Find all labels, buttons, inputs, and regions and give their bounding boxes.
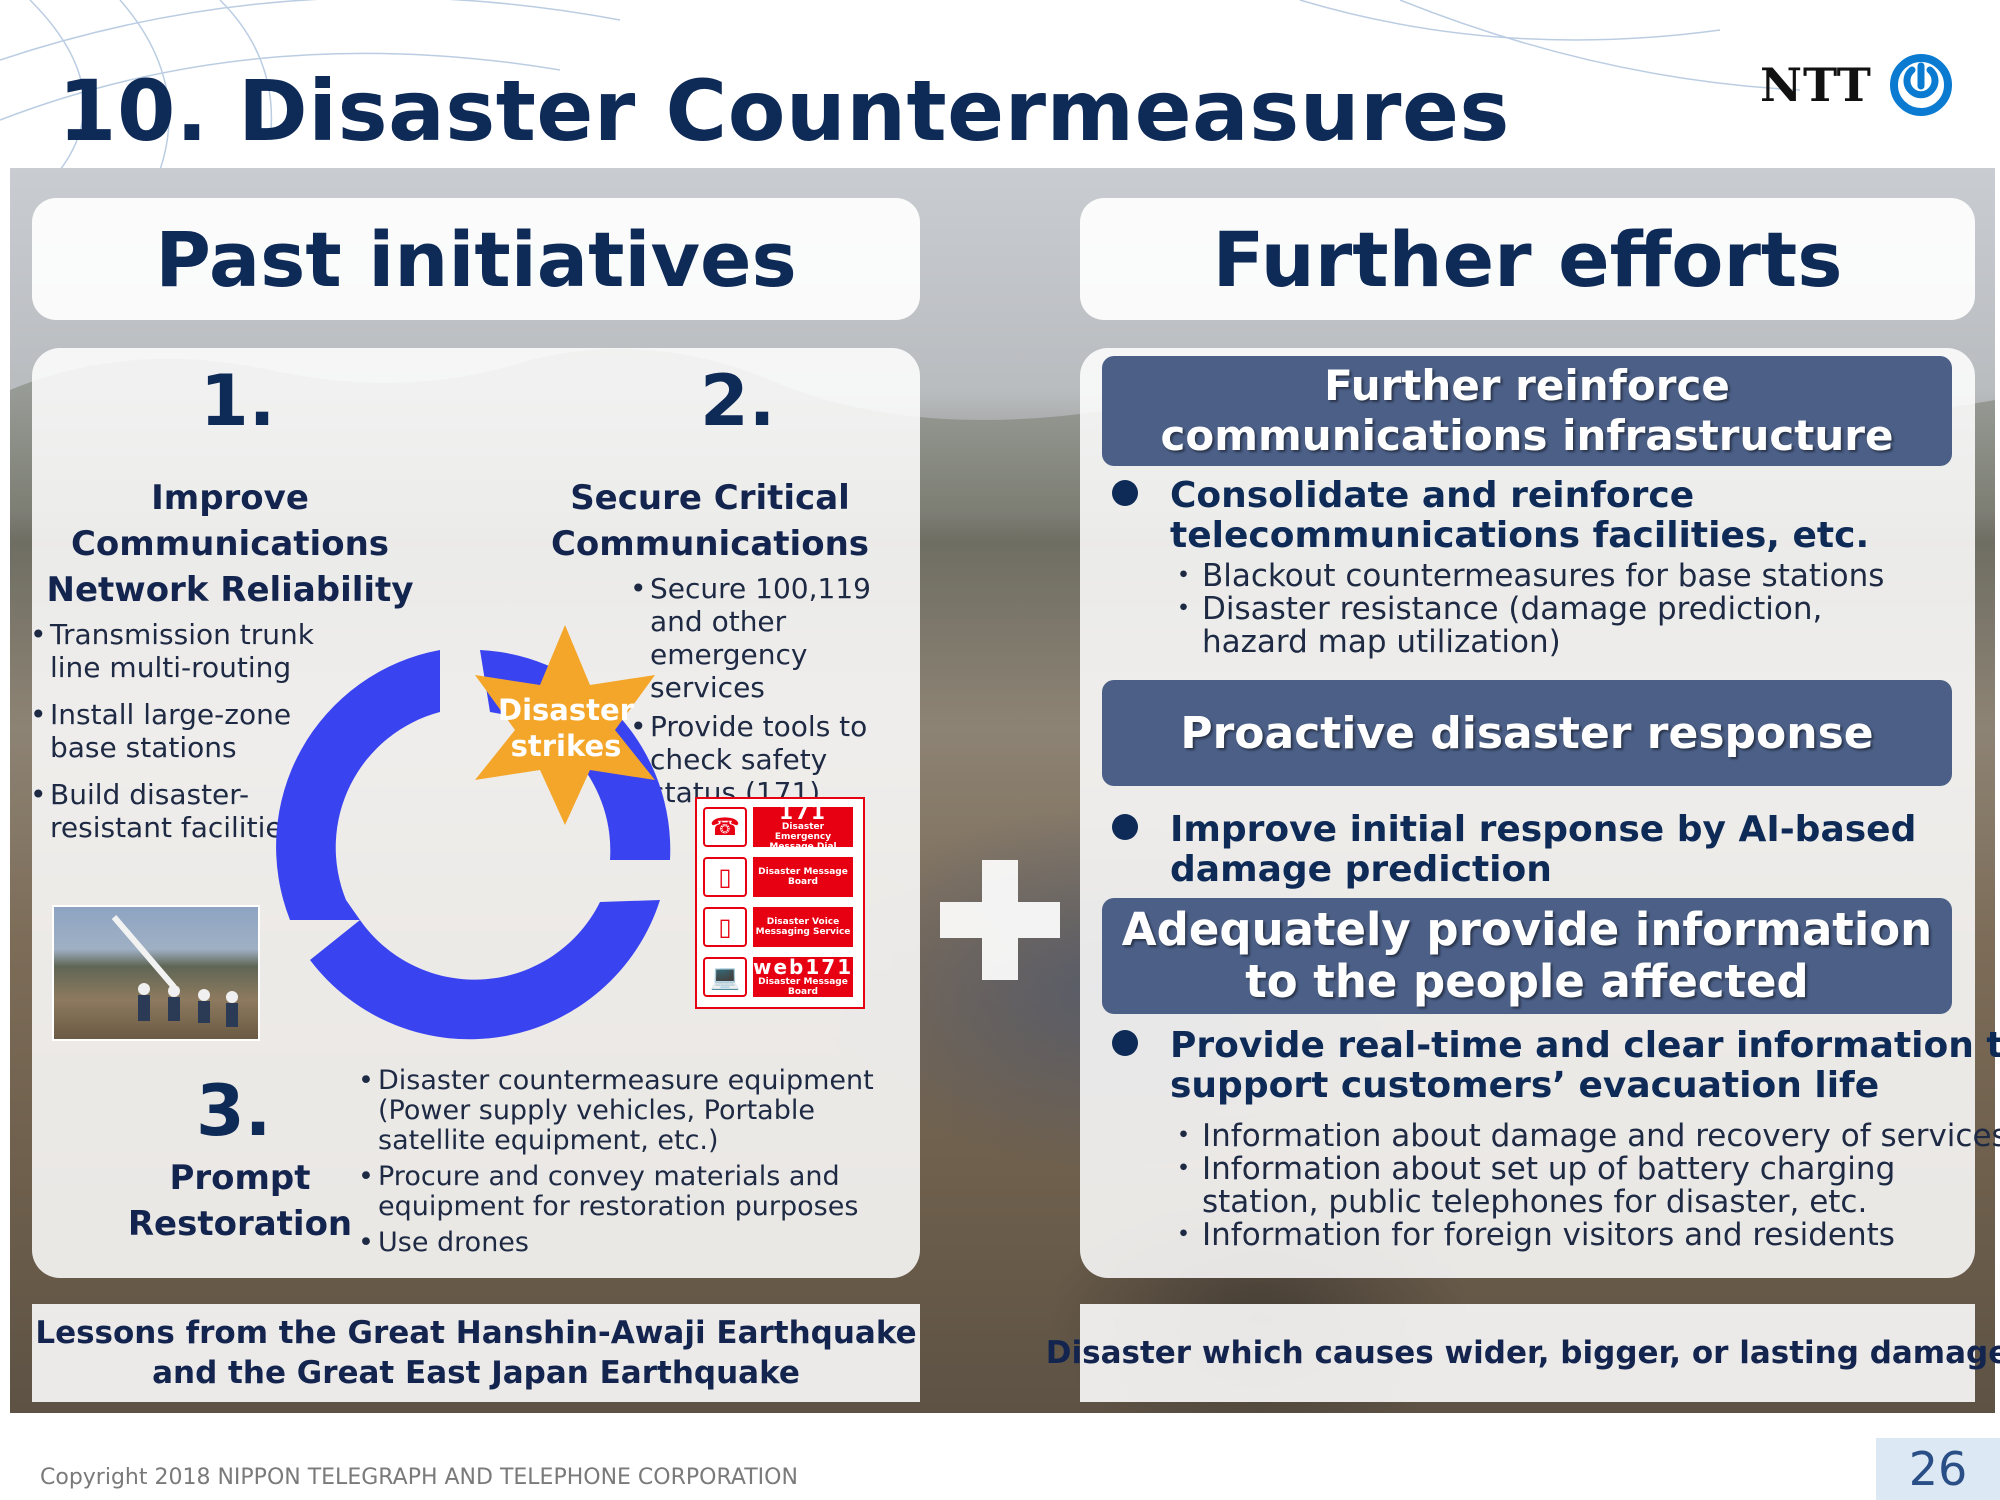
point-text: Improve initial response by AI-based dam… [1170,810,1916,890]
list-item: Install large-zone base stations [30,698,330,764]
list-item: Disaster resistance (damage prediction, [1168,593,1884,627]
point-line: Improve initial response by AI-based [1170,809,1917,850]
section2-title-line: Communications [550,524,870,564]
bullet-dot-icon [1112,1030,1138,1056]
disaster-strikes-label: Disaster strikes [488,692,644,764]
list-item: Blackout countermeasures for base statio… [1168,560,1884,594]
service-171-row: ☎ 171 Disaster Emergency Message Dial [703,802,859,852]
point-line: telecommunications facilities, etc. [1170,515,1870,556]
disaster-strikes-line: Disaster [498,693,634,727]
service-label: Disaster Message Board [753,857,853,897]
service-message-board-row: ▯ Disaster Message Board [703,855,859,899]
phone-icon: ☎ [703,807,747,847]
section1-bullets: Transmission trunk line multi-routing In… [30,618,330,858]
disaster-star-icon [475,625,655,825]
list-item: Information for foreign visitors and res… [1168,1219,2000,1253]
list-item: Procure and convey materials and equipme… [358,1162,903,1222]
list-item: Disaster countermeasure equipment (Power… [358,1066,903,1156]
bar-line: Adequately provide information [1121,903,1933,956]
plus-icon [940,860,1060,980]
service-description: Disaster Message Board [758,867,848,887]
bar-line: communications infrastructure [1160,411,1894,460]
point-line: Provide real-time and clear information … [1170,1025,2000,1066]
point-text: Consolidate and reinforce telecommunicat… [1170,476,1869,556]
list-item: Transmission trunk line multi-routing [30,618,330,684]
list-item: Build disaster-resistant facilities [30,778,330,844]
service-label: web171 Disaster Message Board [753,957,853,997]
section3-number: 3. [196,1070,272,1152]
section2-title: Secure Critical Communications [530,475,890,567]
disaster-strikes-line: strikes [510,729,622,763]
safety-services-card: ☎ 171 Disaster Emergency Message Dial ▯ … [695,797,865,1009]
section2-bullets: Secure 100,119 and other emergency servi… [630,572,910,815]
copyright-text: Copyright 2018 NIPPON TELEGRAPH AND TELE… [40,1465,798,1490]
ntt-logo: NTT [1760,52,1960,118]
past-initiatives-text: Past initiatives [155,214,797,304]
workers-illustration [111,915,238,1027]
point-line: damage prediction [1170,849,1552,890]
section1-title: Improve Communications Network Reliabili… [40,475,420,613]
section1-number: 1. [200,360,276,442]
section2-title-line: Secure Critical [570,478,850,518]
list-item: Information about damage and recovery of… [1168,1120,2000,1154]
section3-bullets: Disaster countermeasure equipment (Power… [358,1066,903,1264]
wider-damage-text: Disaster which causes wider, bigger, or … [1045,1335,2000,1371]
list-item: Provide tools to check safety status (17… [630,710,910,809]
information-sub-list: Information about damage and recovery of… [1168,1120,2000,1253]
point-text: Provide real-time and clear information … [1170,1026,2000,1106]
cycle-arrow-1 [276,650,440,920]
service-label: Disaster Voice Messaging Service [753,907,853,947]
section3-title-line: Restoration [127,1204,353,1244]
service-label: 171 Disaster Emergency Message Dial [753,802,853,852]
section2-number: 2. [700,360,776,442]
bar-line: Proactive disaster response [1180,707,1874,759]
list-item: hazard map utilization) [1202,624,1561,660]
further-efforts-text: Further efforts [1212,214,1843,304]
page-number: 26 [1876,1438,2000,1500]
point-line: Consolidate and reinforce [1170,475,1695,516]
reinforce-sub-list: Blackout countermeasures for base statio… [1168,560,1884,660]
service-description: Disaster Emergency Message Dial [769,822,837,852]
lessons-line: Lessons from the Great Hanshin-Awaji Ear… [35,1315,917,1351]
ntt-logo-icon [1890,54,1952,116]
section1-title-line: Communications [70,524,390,564]
section1-title-line: Improve [151,478,309,518]
restoration-photo-thumbnail [52,905,260,1041]
reinforce-infrastructure-bar: Further reinforce communications infrast… [1102,356,1952,466]
service-name: web171 [753,955,854,979]
service-voice-messaging-row: ▯ Disaster Voice Messaging Service [703,905,859,949]
section3-title: Prompt Restoration [120,1155,360,1247]
service-description: Disaster Message Board [758,977,848,997]
further-efforts-heading: Further efforts [1080,198,1975,320]
bar-line: Further reinforce [1324,361,1730,410]
service-name: 171 [779,800,827,824]
past-initiatives-heading: Past initiatives [32,198,920,320]
section3-title-line: Prompt [169,1158,311,1198]
lessons-line: and the Great East Japan Earthquake [152,1355,800,1391]
slide-title: 10. Disaster Countermeasures [58,62,1510,160]
section1-title-line: Network Reliability [46,570,414,610]
proactive-response-bar: Proactive disaster response [1102,680,1952,786]
point-line: support customers’ evacuation life [1170,1065,1880,1106]
mobile-phone-icon: ▯ [703,857,747,897]
list-item: station, public telephones for disaster,… [1202,1184,1868,1220]
cycle-arrow-3 [310,900,660,1040]
mobile-phone-icon: ▯ [703,907,747,947]
list-item: Secure 100,119 and other emergency servi… [630,572,910,704]
lessons-banner: Lessons from the Great Hanshin-Awaji Ear… [32,1304,920,1402]
service-web171-row: 💻 web171 Disaster Message Board [703,955,859,999]
bullet-dot-icon [1112,480,1138,506]
list-item: Use drones [358,1228,903,1259]
provide-information-bar: Adequately provide information to the pe… [1102,898,1952,1014]
bullet-dot-icon [1112,814,1138,840]
laptop-icon: 💻 [703,957,747,997]
bar-line: to the people affected [1245,955,1809,1008]
list-item: Information about set up of battery char… [1168,1153,2000,1187]
service-description: Disaster Voice Messaging Service [755,917,851,937]
logo-text: NTT [1760,58,1872,112]
wider-damage-banner: Disaster which causes wider, bigger, or … [1046,1304,2000,1402]
